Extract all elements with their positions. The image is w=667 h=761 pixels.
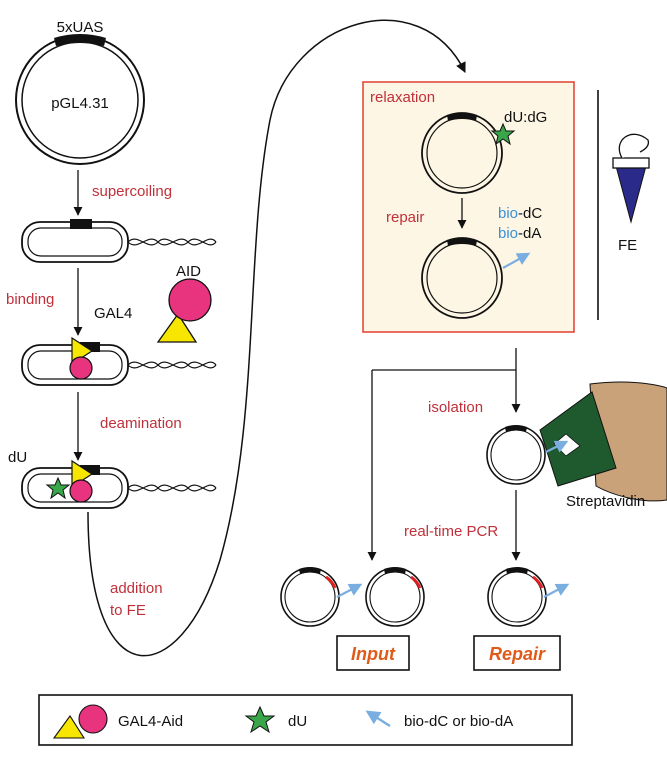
bio-da-label: bio-dA: [498, 225, 541, 242]
realtime-pcr-label: real-time PCR: [404, 523, 498, 540]
supercoiled-plasmid-1: [21, 219, 217, 263]
relaxation-label: relaxation: [370, 89, 435, 106]
bio-arrow-repaired: [502, 252, 531, 269]
gal4-triangle: [156, 312, 198, 343]
legend-gal4-aid-label: GAL4-Aid: [118, 713, 183, 730]
du-star-site: [45, 476, 71, 500]
input-plasmid-2: [365, 567, 425, 627]
du-star-relaxed: [490, 122, 516, 146]
dudg-label: dU:dG: [504, 109, 547, 126]
supercoiling-label: supercoiling: [92, 183, 172, 200]
repair-result-label: Repair: [489, 644, 546, 664]
streptavidin-bead: [539, 381, 667, 502]
supercoiled-plasmid-3: [21, 459, 217, 509]
legend-du-label: dU: [288, 713, 307, 730]
repaired-plasmid: [421, 237, 531, 319]
legend-bio-arrow: [365, 710, 391, 728]
repair-label: repair: [386, 209, 424, 226]
repair-plasmid: [487, 567, 570, 627]
legend-aid-circle: [78, 704, 108, 734]
plasmid-pgl431: 5xUAS pGL4.31: [15, 19, 145, 165]
input-box: [336, 635, 410, 671]
binding-label: binding: [6, 291, 54, 308]
streptavidin-label: Streptavidin: [566, 493, 645, 510]
legend-bio-label: bio-dC or bio-dA: [404, 713, 513, 730]
plasmid-label: pGL4.31: [51, 95, 109, 112]
repair-box: [473, 635, 561, 671]
addition-label-line2: to FE: [110, 602, 146, 619]
input-plasmid-1: [280, 567, 363, 627]
aid-circle: [168, 278, 212, 322]
legend-du-star: [244, 705, 276, 734]
bio-dc-label: bio-dC: [498, 205, 542, 222]
relaxed-plasmid: [421, 112, 516, 194]
fe-label: FE: [618, 237, 637, 254]
isolation-label: isolation: [428, 399, 483, 416]
du-label: dU: [8, 449, 27, 466]
legend-box: [38, 694, 573, 746]
isolated-plasmid: [486, 425, 546, 485]
aid-label: AID: [176, 263, 201, 280]
deamination-label: deamination: [100, 415, 182, 432]
transfer-curve: [87, 19, 466, 657]
aid-bound: [69, 356, 93, 380]
legend-gal4-triangle: [52, 715, 86, 739]
fe-reaction-box: [362, 81, 575, 333]
addition-label-line1: addition: [110, 580, 163, 597]
supercoiled-plasmid-2: [21, 336, 217, 386]
uas-block: [54, 34, 106, 46]
gal4-label: GAL4: [94, 305, 132, 322]
input-label: Input: [351, 644, 396, 664]
uas-label: 5xUAS: [57, 19, 104, 36]
fe-tube-icon: [612, 133, 650, 224]
